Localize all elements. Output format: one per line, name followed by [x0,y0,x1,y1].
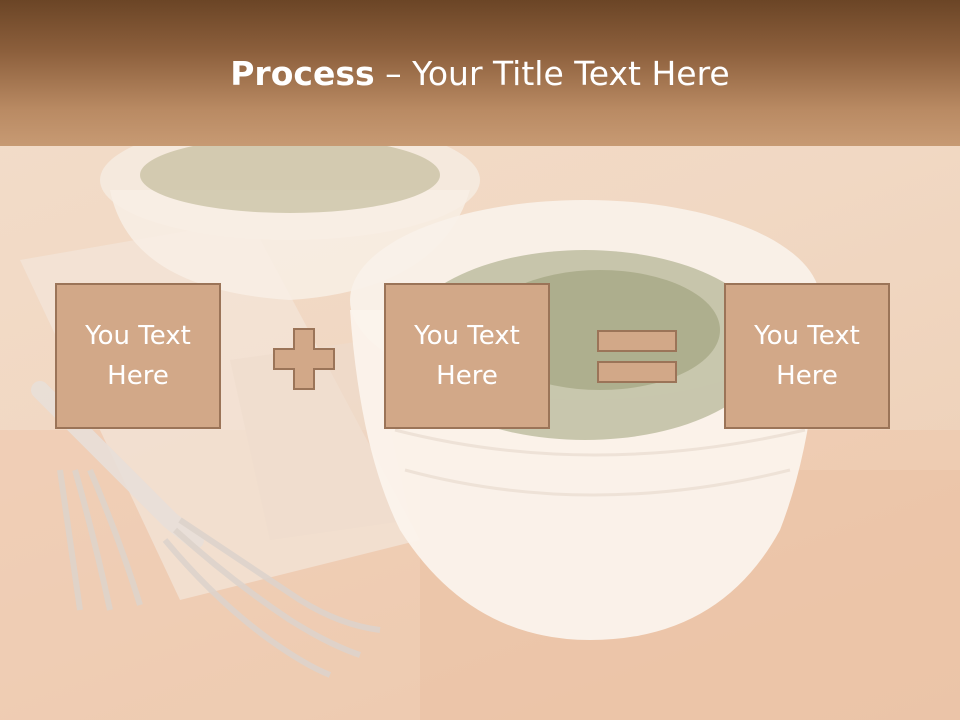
title-rest-text: – Your Title Text Here [374,54,730,93]
text-box-1-label: You Text Here [63,316,213,396]
title-bar: Process – Your Title Text Here [0,0,960,146]
text-box-3-line-1: You Text [754,321,860,351]
text-box-3-line-2: Here [776,361,838,391]
text-box-2-label: You Text Here [392,316,542,396]
text-box-1-line-1: You Text [85,321,191,351]
slide-title: Process – Your Title Text Here [0,52,960,96]
equals-icon [597,330,677,383]
title-bold-text: Process [230,54,375,93]
text-box-2-line-1: You Text [414,321,520,351]
text-box-2-line-2: Here [436,361,498,391]
text-box-3-label: You Text Here [732,316,882,396]
text-box-2[interactable]: You Text Here [384,283,550,429]
text-box-1-line-2: Here [107,361,169,391]
text-box-3[interactable]: You Text Here [724,283,890,429]
text-box-1[interactable]: You Text Here [55,283,221,429]
plus-icon [273,328,335,390]
